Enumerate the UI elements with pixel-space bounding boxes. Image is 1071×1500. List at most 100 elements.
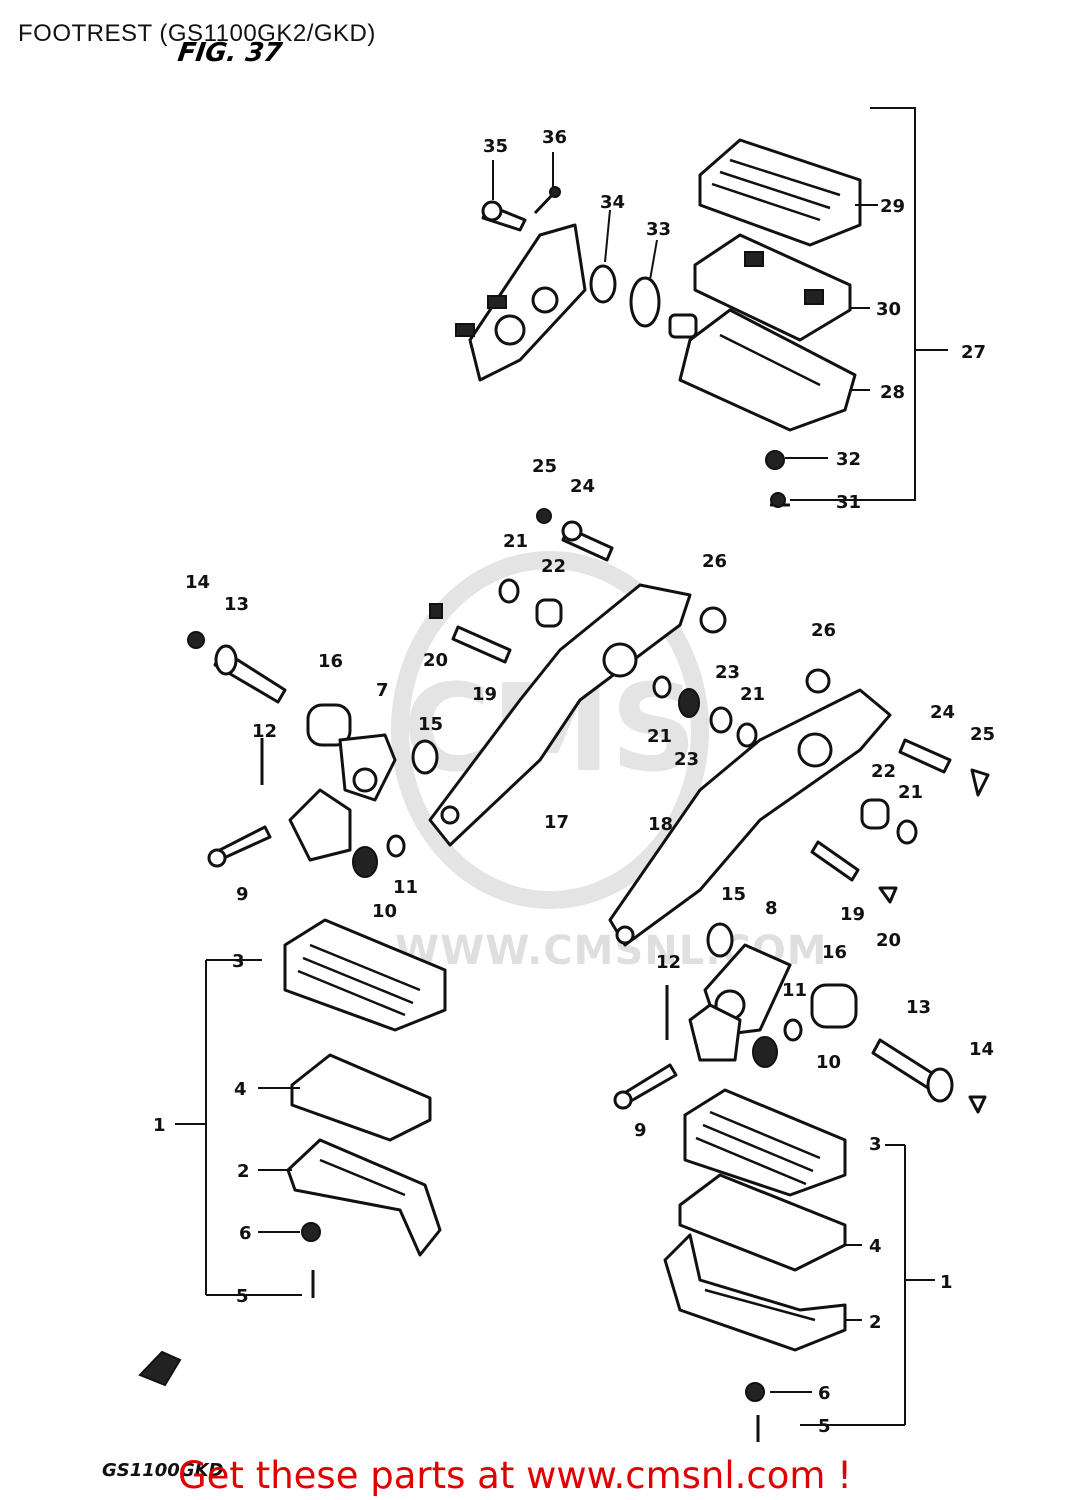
model-code-label: GS1100GKD <box>102 1460 224 1481</box>
callout-21: 21 <box>647 726 672 747</box>
bolt-24-right <box>898 738 952 774</box>
nut-32 <box>765 450 785 470</box>
washer-15-left <box>411 739 439 775</box>
callout-31: 31 <box>836 492 861 513</box>
callout-2: 2 <box>869 1312 882 1333</box>
callout-19: 19 <box>840 904 865 925</box>
washer-11-left <box>386 834 406 858</box>
callout-9: 9 <box>236 884 249 905</box>
callout-29: 29 <box>880 196 905 217</box>
callout-5: 5 <box>236 1286 249 1307</box>
callout-21: 21 <box>503 531 528 552</box>
callout-2: 2 <box>237 1161 250 1182</box>
nut-14-left <box>187 631 205 649</box>
callout-25: 25 <box>532 456 557 477</box>
footpeg-base-2-right <box>663 1233 847 1352</box>
callout-27: 27 <box>961 342 986 363</box>
callout-12: 12 <box>656 952 681 973</box>
callout-24: 24 <box>570 476 595 497</box>
callout-13: 13 <box>224 594 249 615</box>
collar-23-a <box>678 688 700 718</box>
washer-21-d <box>896 819 918 845</box>
spring-10-right <box>752 1036 778 1068</box>
callout-35: 35 <box>483 136 508 157</box>
screw-31 <box>770 492 790 508</box>
bolt-13-right <box>871 1038 954 1103</box>
bracket-upper <box>455 223 587 382</box>
collar-22-right <box>860 798 890 830</box>
callout-14: 14 <box>969 1039 994 1060</box>
pin-9-left <box>207 825 272 868</box>
collar-16-right <box>810 983 858 1029</box>
collar-22-left <box>535 598 563 628</box>
callout-13: 13 <box>906 997 931 1018</box>
callout-6: 6 <box>818 1383 831 1404</box>
callout-20: 20 <box>423 650 448 671</box>
callout-10: 10 <box>372 901 397 922</box>
callout-32: 32 <box>836 449 861 470</box>
callout-3: 3 <box>869 1134 882 1155</box>
footpeg-rubber-3-right <box>683 1088 847 1197</box>
callout-1: 1 <box>153 1115 166 1136</box>
cmsnl-promo-link[interactable]: Get these parts at www.cmsnl.com ! <box>178 1454 853 1497</box>
callout-6: 6 <box>239 1223 252 1244</box>
callout-1: 1 <box>940 1272 953 1293</box>
washer-11-right <box>783 1018 803 1042</box>
spring-10-left <box>352 846 378 878</box>
callout-23: 23 <box>674 749 699 770</box>
callout-10: 10 <box>816 1052 841 1073</box>
bolt-19-left <box>451 625 512 664</box>
nut-25-right <box>970 768 990 797</box>
nut-25-left <box>536 508 552 524</box>
callout-26: 26 <box>702 551 727 572</box>
callout-22: 22 <box>871 761 896 782</box>
callout-21: 21 <box>898 782 923 803</box>
callout-21: 21 <box>740 684 765 705</box>
callout-14: 14 <box>185 572 210 593</box>
callout-16: 16 <box>822 942 847 963</box>
callout-11: 11 <box>393 877 418 898</box>
callout-3: 3 <box>232 951 245 972</box>
nut-20-left <box>429 603 443 619</box>
callout-17: 17 <box>544 812 569 833</box>
washer-21-b <box>652 675 672 699</box>
washer-21-left <box>498 578 520 604</box>
footpeg-base-28 <box>668 308 857 432</box>
nut-6-left <box>301 1222 321 1242</box>
callout-36: 36 <box>542 127 567 148</box>
callout-19: 19 <box>472 684 497 705</box>
pivot-block-left <box>288 788 352 862</box>
washer-21-c <box>736 722 758 748</box>
pivot-block-right <box>688 1003 742 1062</box>
footpeg-rubber-3-left <box>283 918 447 1032</box>
nut-26-left <box>699 606 727 634</box>
callout-4: 4 <box>869 1236 882 1257</box>
nut-14-right <box>968 1095 987 1114</box>
bolt-36 <box>533 186 561 215</box>
bracket-18 <box>608 688 892 947</box>
footpeg-plate-4-right <box>678 1173 847 1272</box>
callout-7: 7 <box>376 680 389 701</box>
nut-20-right <box>878 886 898 904</box>
collar-23-b <box>709 706 733 734</box>
callout-26: 26 <box>811 620 836 641</box>
footpeg-plate-30 <box>693 233 852 342</box>
callout-25: 25 <box>970 724 995 745</box>
page-title: FOOTREST (GS1100GK2/GKD) <box>18 20 376 47</box>
callout-11: 11 <box>782 980 807 1001</box>
callout-33: 33 <box>646 219 671 240</box>
callout-8: 8 <box>765 898 778 919</box>
bracket-17 <box>428 583 692 847</box>
callout-15: 15 <box>721 884 746 905</box>
footpeg-plate-4-left <box>290 1053 432 1142</box>
pin-9-right <box>613 1063 678 1110</box>
front-arrow-icon <box>138 1350 182 1387</box>
callout-16: 16 <box>318 651 343 672</box>
nut-26-right <box>805 668 831 694</box>
washer-34 <box>589 264 617 304</box>
footpeg-rubber-29 <box>698 138 862 247</box>
washer-15-right <box>706 922 734 958</box>
pin-35 <box>481 200 527 232</box>
callout-23: 23 <box>715 662 740 683</box>
callout-4: 4 <box>234 1079 247 1100</box>
